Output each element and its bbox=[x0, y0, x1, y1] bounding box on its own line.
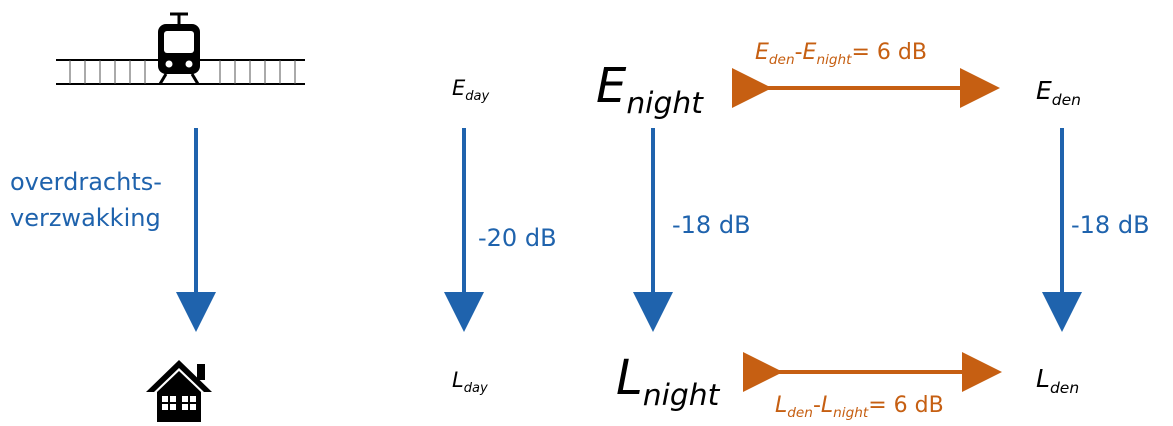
e-day-symbol: Eday bbox=[452, 76, 490, 104]
l-night-symbol: Lnight bbox=[616, 350, 720, 414]
e-den-symbol: Eden bbox=[1036, 76, 1081, 109]
l-den-symbol: Lden bbox=[1036, 364, 1080, 397]
transfer-label-line2: verzwakking bbox=[10, 204, 161, 232]
day-delta-label: -20 dB bbox=[478, 224, 557, 252]
house-icon bbox=[146, 360, 212, 422]
top-relation-label: Eden-Enight= 6 dB bbox=[755, 40, 927, 69]
bottom-relation-label: Lden-Lnight= 6 dB bbox=[775, 393, 944, 422]
e-night-symbol: Enight bbox=[596, 58, 703, 122]
l-day-symbol: Lday bbox=[452, 368, 488, 396]
transfer-label-line1: overdrachts- bbox=[10, 168, 162, 196]
den-delta-label: -18 dB bbox=[1071, 211, 1150, 239]
night-delta-label: -18 dB bbox=[672, 211, 751, 239]
tram-icon bbox=[56, 12, 305, 85]
